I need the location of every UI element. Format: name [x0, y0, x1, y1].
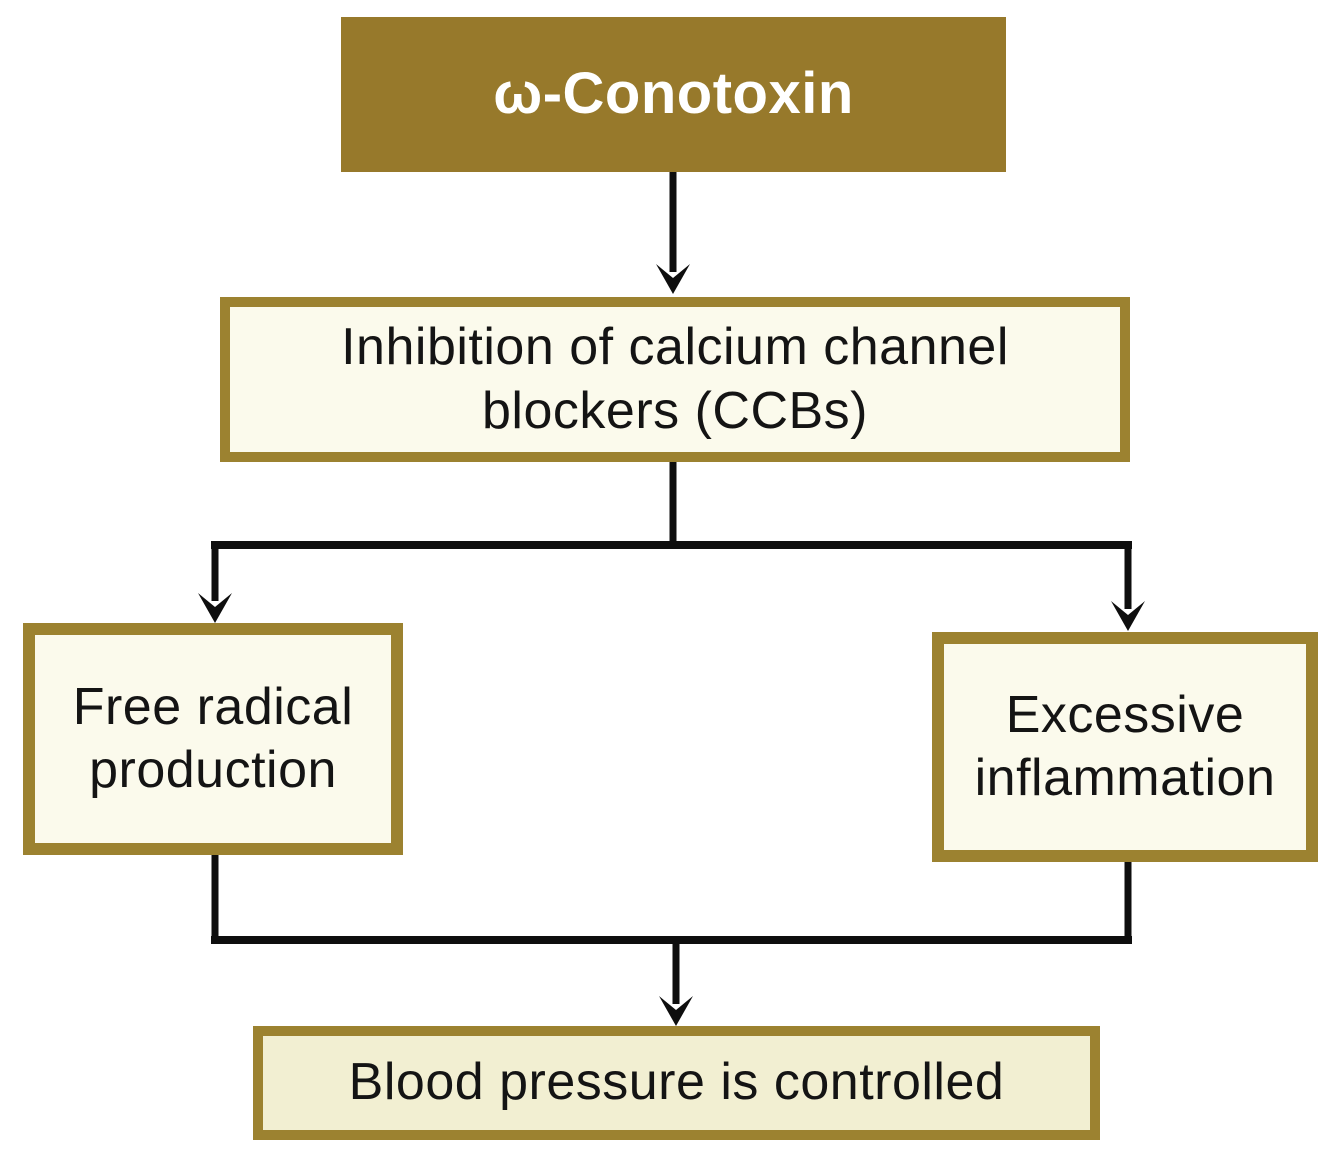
node-inflammation-label: Excessive inflammation: [974, 685, 1276, 807]
arrowhead-down-icon: [198, 593, 232, 623]
edge-merge-to-blood-pressure: [211, 855, 1132, 1026]
node-blood-pressure: Blood pressure is controlled: [253, 1026, 1100, 1140]
node-inhibition: Inhibition of calcium channel blockers (…: [220, 297, 1130, 462]
edge-conotoxin-to-inhibition: [656, 172, 690, 294]
edge-inhibition-branch: [198, 462, 1145, 631]
node-inflammation: Excessive inflammation: [932, 632, 1318, 862]
node-inhibition-label: Inhibition of calcium channel blockers (…: [341, 318, 1009, 440]
node-conotoxin: ω-Conotoxin: [341, 17, 1006, 172]
arrowhead-down-icon: [1111, 601, 1145, 631]
arrowhead-down-icon: [656, 264, 690, 294]
node-free-radical-label: Free radical production: [72, 677, 354, 799]
node-free-radical: Free radical production: [23, 623, 403, 855]
node-conotoxin-label: ω-Conotoxin: [493, 61, 854, 127]
arrowhead-down-icon: [659, 996, 693, 1026]
node-blood-pressure-label: Blood pressure is controlled: [348, 1053, 1005, 1112]
